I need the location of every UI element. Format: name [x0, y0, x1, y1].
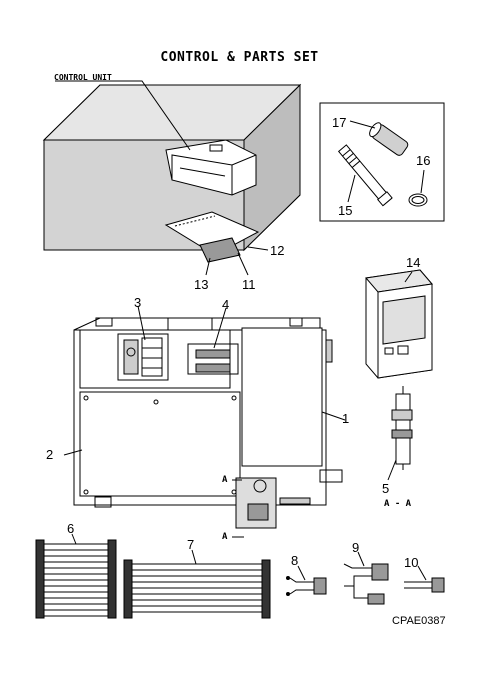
accessory-kit [319, 102, 445, 222]
part-number-11: 11 [242, 277, 256, 292]
part-number-8: 8 [291, 553, 299, 568]
part-number-1: 1 [342, 411, 350, 426]
control-unit-label: CONTROL UNIT [54, 73, 112, 82]
harness-10 [404, 565, 445, 593]
diagram-title: CONTROL & PARTS SET [160, 50, 319, 65]
part-number-5: 5 [382, 481, 390, 496]
bracket-detail [387, 386, 413, 481]
part-number-14: 14 [406, 255, 421, 270]
part-number-12: 12 [270, 243, 285, 258]
part-number-10: 10 [404, 555, 419, 570]
part-number-7: 7 [187, 537, 195, 552]
part-number-3: 3 [134, 295, 142, 310]
part-number-2: 2 [46, 447, 54, 462]
cable-bundle-7 [123, 549, 271, 619]
remote-controller [365, 269, 433, 379]
section-marker-lower: A [222, 532, 228, 542]
control-unit-box [42, 83, 302, 263]
part-number-13: 13 [194, 277, 209, 292]
part-number-4: 4 [222, 297, 230, 312]
part-number-15: 15 [338, 203, 353, 218]
part-number-16: 16 [416, 153, 431, 168]
part-number-6: 6 [67, 521, 75, 536]
control-board [63, 305, 346, 538]
section-view-label: A - A [384, 499, 412, 509]
harness-9 [343, 551, 389, 605]
part-number-9: 9 [352, 540, 360, 555]
harness-8 [286, 565, 327, 596]
cable-bundle-6 [35, 533, 117, 619]
section-marker-upper: A [222, 475, 228, 485]
drawing-code: CPAE0387 [392, 615, 446, 627]
control-unit-leader [55, 80, 191, 151]
part-number-17: 17 [332, 115, 347, 130]
